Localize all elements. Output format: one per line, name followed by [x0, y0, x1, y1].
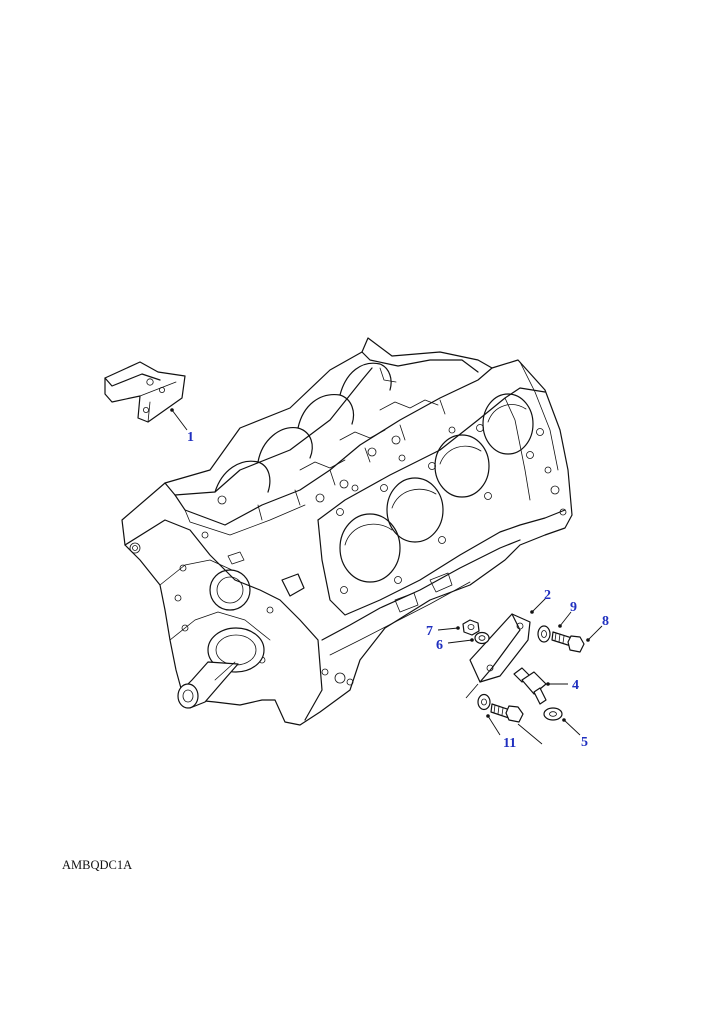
callout-7: 7 — [426, 624, 433, 639]
callout-6: 6 — [436, 638, 443, 653]
callout-4: 4 — [572, 678, 579, 693]
callout-labels: 1 2 4 5 6 7 8 9 11 — [187, 430, 609, 751]
part-5-washer — [543, 707, 563, 721]
part-6-washer — [474, 631, 490, 645]
part-11-bolt — [477, 693, 524, 723]
part-1-mounting-bracket — [104, 361, 186, 423]
callout-11: 11 — [503, 736, 516, 751]
part-9-washer — [537, 625, 551, 643]
callout-9: 9 — [570, 600, 577, 615]
callout-1: 1 — [187, 430, 194, 445]
engine-block-drawing — [121, 337, 573, 726]
callout-2: 2 — [544, 588, 551, 603]
callout-5: 5 — [581, 735, 588, 750]
part-8-bolt — [551, 631, 585, 653]
head-bolt-holes — [315, 424, 544, 594]
part-7-nut — [462, 619, 480, 636]
part-2-bracket — [469, 613, 531, 683]
leader-lines — [170, 408, 603, 745]
part-4-isolator — [513, 667, 547, 705]
callout-8: 8 — [602, 614, 609, 629]
diagram-reference-code: AMBQDC1A — [62, 858, 132, 872]
crankshaft-nose — [177, 627, 265, 709]
